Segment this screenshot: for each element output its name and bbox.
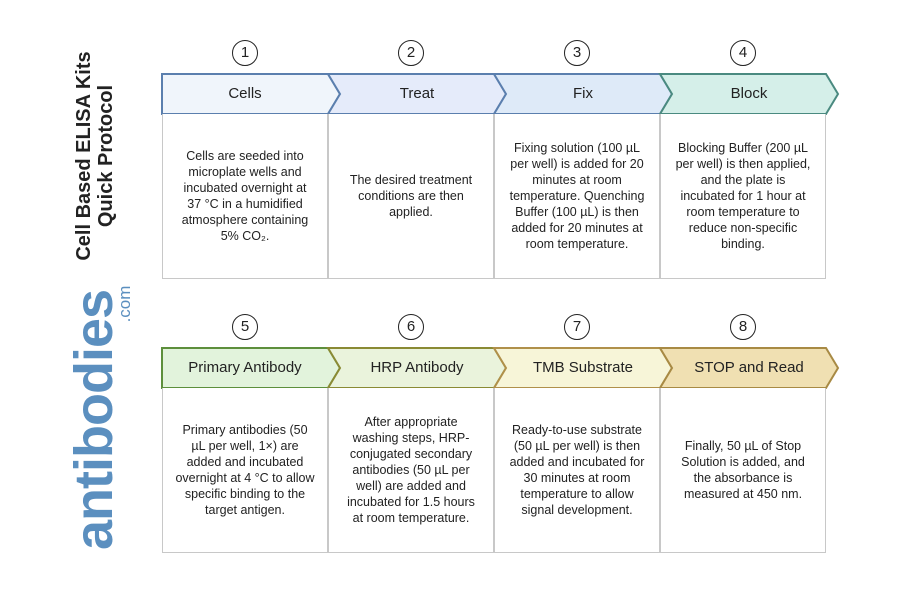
step-number-badge: 8 [730,314,756,340]
step-description: The desired treatment conditions are the… [328,114,494,279]
step-description: Cells are seeded into microplate wells a… [162,114,328,279]
step-description: After appropriate washing steps, HRP-con… [328,388,494,553]
step-label: Primary Antibody [188,359,302,376]
step-label: Treat [399,85,435,102]
step-number-badge: 2 [398,40,424,66]
step-description: Blocking Buffer (200 µL per well) is the… [660,114,826,279]
step-label: STOP and Read [694,359,804,376]
step-description: Finally, 50 µL of Stop Solution is added… [660,388,826,553]
step-number-badge: 5 [232,314,258,340]
step-label: Fix [573,85,593,102]
step-4-chevron [658,73,840,115]
step-number-badge: 4 [730,40,756,66]
step-label: Block [730,85,768,102]
step-number-badge: 3 [564,40,590,66]
step-number-badge: 6 [398,314,424,340]
step-description: Fixing solution (100 µL per well) is add… [494,114,660,279]
step-number-badge: 7 [564,314,590,340]
step-number-badge: 1 [232,40,258,66]
step-label: TMB Substrate [532,359,634,376]
step-label: Cells [228,85,262,102]
step-description: Ready-to-use substrate (50 µL per well) … [494,388,660,553]
step-label: HRP Antibody [370,359,464,376]
step-8-chevron [658,347,840,389]
step-description: Primary antibodies (50 µL per well, 1×) … [162,388,328,553]
